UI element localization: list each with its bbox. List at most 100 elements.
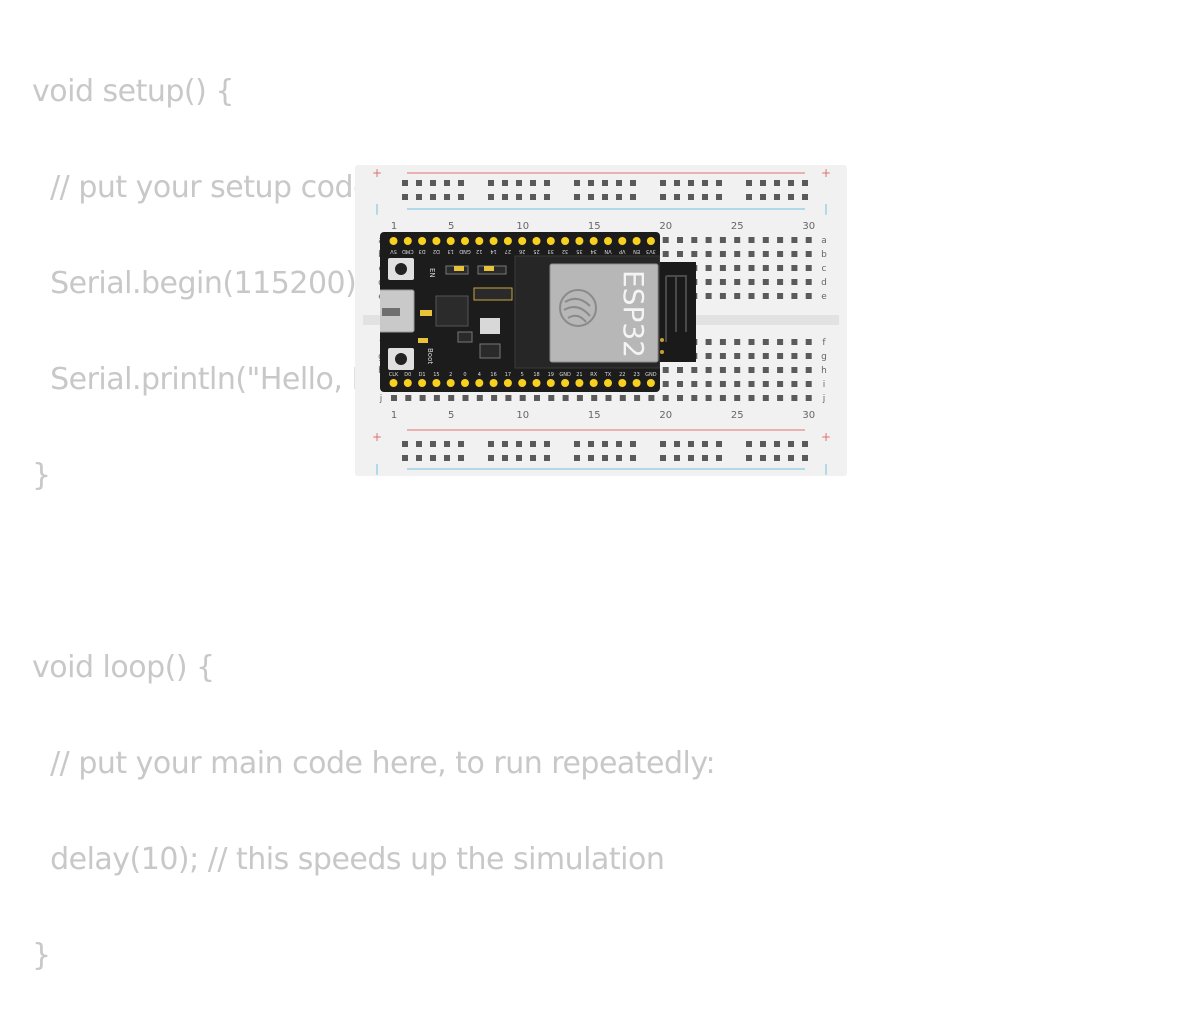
breadboard-hole[interactable] bbox=[777, 279, 784, 285]
rail-hole[interactable] bbox=[516, 194, 522, 200]
rail-hole[interactable] bbox=[616, 441, 622, 447]
breadboard-hole[interactable] bbox=[748, 367, 755, 373]
breadboard-hole[interactable] bbox=[448, 395, 455, 401]
rail-hole[interactable] bbox=[544, 194, 550, 200]
esp32-bottom-pin[interactable] bbox=[432, 379, 441, 387]
breadboard-hole[interactable] bbox=[719, 279, 726, 285]
rail-hole[interactable] bbox=[430, 194, 436, 200]
breadboard-hole[interactable] bbox=[519, 395, 526, 401]
rail-hole[interactable] bbox=[760, 194, 766, 200]
breadboard-hole[interactable] bbox=[734, 353, 741, 359]
esp32-devkit[interactable]: ESP32 EN Boot 3V3ENVPVN34353233252627141… bbox=[380, 232, 660, 392]
breadboard-hole[interactable] bbox=[591, 395, 598, 401]
breadboard-hole[interactable] bbox=[805, 265, 812, 271]
rail-hole[interactable] bbox=[630, 455, 636, 461]
rail-hole[interactable] bbox=[688, 441, 694, 447]
breadboard-hole[interactable] bbox=[476, 395, 483, 401]
breadboard-hole[interactable] bbox=[762, 293, 769, 299]
breadboard-hole[interactable] bbox=[691, 395, 698, 401]
esp32-top-pin[interactable] bbox=[646, 237, 655, 245]
breadboard-hole[interactable] bbox=[691, 237, 698, 243]
rail-hole[interactable] bbox=[760, 441, 766, 447]
breadboard-hole[interactable] bbox=[805, 367, 812, 373]
rail-hole[interactable] bbox=[802, 441, 808, 447]
rail-hole[interactable] bbox=[630, 194, 636, 200]
rail-hole[interactable] bbox=[674, 455, 680, 461]
esp32-top-pin[interactable] bbox=[389, 237, 398, 245]
breadboard-hole[interactable] bbox=[719, 237, 726, 243]
rail-hole[interactable] bbox=[574, 455, 580, 461]
esp32-bottom-pin[interactable] bbox=[446, 379, 455, 387]
breadboard-hole[interactable] bbox=[791, 265, 798, 271]
rail-hole[interactable] bbox=[574, 180, 580, 186]
rail-hole[interactable] bbox=[616, 455, 622, 461]
breadboard-hole[interactable] bbox=[705, 395, 712, 401]
esp32-top-pin[interactable] bbox=[618, 237, 627, 245]
rail-hole[interactable] bbox=[688, 194, 694, 200]
breadboard-hole[interactable] bbox=[505, 395, 512, 401]
rail-hole[interactable] bbox=[430, 455, 436, 461]
breadboard-hole[interactable] bbox=[748, 339, 755, 345]
esp32-bottom-pin[interactable] bbox=[646, 379, 655, 387]
rail-hole[interactable] bbox=[788, 194, 794, 200]
breadboard-hole[interactable] bbox=[734, 237, 741, 243]
breadboard-hole[interactable] bbox=[705, 251, 712, 257]
rail-hole[interactable] bbox=[660, 194, 666, 200]
esp32-bottom-pin[interactable] bbox=[475, 379, 484, 387]
rail-hole[interactable] bbox=[702, 194, 708, 200]
rail-hole[interactable] bbox=[502, 455, 508, 461]
rail-hole[interactable] bbox=[502, 441, 508, 447]
breadboard-hole[interactable] bbox=[734, 381, 741, 387]
rail-hole[interactable] bbox=[458, 441, 464, 447]
rail-hole[interactable] bbox=[802, 455, 808, 461]
breadboard-hole[interactable] bbox=[705, 237, 712, 243]
breadboard-hole[interactable] bbox=[691, 381, 698, 387]
breadboard-hole[interactable] bbox=[634, 395, 641, 401]
rail-hole[interactable] bbox=[530, 194, 536, 200]
rail-hole[interactable] bbox=[660, 180, 666, 186]
rail-hole[interactable] bbox=[660, 441, 666, 447]
breadboard-hole[interactable] bbox=[719, 339, 726, 345]
esp32-top-pin[interactable] bbox=[503, 237, 512, 245]
esp32-bottom-pin[interactable] bbox=[489, 379, 498, 387]
breadboard-hole[interactable] bbox=[691, 251, 698, 257]
breadboard-hole[interactable] bbox=[677, 237, 683, 243]
breadboard-hole[interactable] bbox=[734, 265, 741, 271]
esp32-top-pin[interactable] bbox=[475, 237, 484, 245]
esp32-top-pin[interactable] bbox=[546, 237, 555, 245]
rail-hole[interactable] bbox=[458, 180, 464, 186]
esp32-bottom-pin[interactable] bbox=[604, 379, 612, 387]
breadboard-hole[interactable] bbox=[677, 381, 683, 387]
rail-hole[interactable] bbox=[544, 180, 550, 186]
esp32-top-pin[interactable] bbox=[461, 237, 469, 245]
rail-hole[interactable] bbox=[760, 180, 766, 186]
rail-hole[interactable] bbox=[602, 194, 608, 200]
rail-hole[interactable] bbox=[530, 455, 536, 461]
breadboard-hole[interactable] bbox=[748, 395, 755, 401]
rail-hole[interactable] bbox=[702, 180, 708, 186]
breadboard-hole[interactable] bbox=[433, 395, 440, 401]
breadboard-hole[interactable] bbox=[648, 395, 655, 401]
rail-hole[interactable] bbox=[674, 441, 680, 447]
breadboard-hole[interactable] bbox=[762, 367, 769, 373]
rail-hole[interactable] bbox=[774, 455, 780, 461]
rail-hole[interactable] bbox=[516, 441, 522, 447]
rail-hole[interactable] bbox=[602, 441, 608, 447]
rail-hole[interactable] bbox=[502, 180, 508, 186]
esp32-bottom-pin[interactable] bbox=[632, 379, 641, 387]
esp32-bottom-pin[interactable] bbox=[532, 379, 541, 387]
breadboard-hole[interactable] bbox=[762, 251, 769, 257]
breadboard-hole[interactable] bbox=[777, 395, 784, 401]
rail-hole[interactable] bbox=[574, 441, 580, 447]
breadboard-hole[interactable] bbox=[777, 293, 784, 299]
rail-hole[interactable] bbox=[630, 441, 636, 447]
breadboard-hole[interactable] bbox=[734, 367, 741, 373]
breadboard-hole[interactable] bbox=[705, 367, 712, 373]
rail-hole[interactable] bbox=[402, 180, 408, 186]
breadboard-hole[interactable] bbox=[805, 381, 812, 387]
rail-hole[interactable] bbox=[530, 441, 536, 447]
rail-hole[interactable] bbox=[458, 455, 464, 461]
breadboard-hole[interactable] bbox=[662, 237, 669, 243]
rail-hole[interactable] bbox=[588, 194, 594, 200]
breadboard-hole[interactable] bbox=[805, 251, 812, 257]
